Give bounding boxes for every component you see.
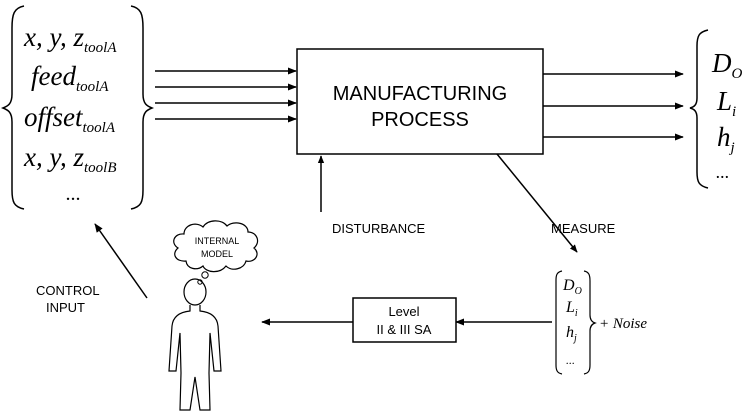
measured-row-3: hj: [566, 324, 577, 344]
output-row-4: ...: [716, 162, 730, 182]
operator-figure: [168, 278, 222, 411]
control-input-arrow: [94, 223, 148, 299]
output-arrows: [543, 70, 684, 141]
thought-bubble-cloud: [173, 220, 259, 273]
measured-row-2: Li: [565, 299, 578, 319]
input-row-5: ...: [66, 183, 81, 205]
control-input-label-line1: CONTROL: [36, 283, 100, 298]
process-label-line1: MANUFACTURING: [333, 83, 507, 105]
thought-bubble: INTERNAL MODEL: [173, 220, 259, 285]
input-row-4: x, y, ztoolB: [23, 142, 117, 176]
measure-label: MEASURE: [551, 221, 616, 236]
input-row-1: x, y, ztoolA: [23, 22, 117, 56]
process-label-line2: PROCESS: [371, 109, 469, 131]
input-arrows: [155, 67, 297, 123]
input-vector: x, y, ztoolA feedtoolA offsettoolA x, y,…: [0, 5, 155, 210]
output-row-2: Li: [716, 86, 736, 120]
level-sa-line1: Level: [388, 304, 419, 319]
thought-bubble-dot-large: [201, 271, 209, 279]
control-input-label-line2: INPUT: [46, 300, 85, 315]
level-sa-line2: II & III SA: [377, 322, 432, 337]
measured-right-brace: [583, 270, 597, 375]
operator-body: [168, 305, 222, 411]
operator-head: [183, 278, 207, 306]
input-right-brace: [130, 5, 155, 210]
manufacturing-process-box: MANUFACTURING PROCESS: [296, 48, 544, 155]
output-row-3: hj: [717, 122, 735, 156]
noise-label: + Noise: [599, 316, 647, 332]
disturbance-label: DISTURBANCE: [332, 221, 426, 236]
measured-left-bracket: [555, 270, 563, 375]
measured-row-4: ...: [566, 353, 575, 367]
thought-bubble-line1: INTERNAL: [195, 236, 240, 246]
measure-arrow: [496, 153, 578, 253]
measured-vector: DO Li hj ... + Noise: [555, 270, 647, 375]
thought-bubble-line2: MODEL: [201, 249, 233, 259]
level-sa-box: Level II & III SA: [352, 297, 457, 343]
output-left-brace: [689, 29, 709, 189]
input-row-3: offsettoolA: [24, 102, 116, 136]
measured-row-1: DO: [562, 277, 582, 297]
input-left-brace: [0, 5, 25, 210]
input-row-2: feedtoolA: [31, 61, 109, 95]
output-vector: DO Li hj ...: [689, 29, 743, 189]
output-row-1: DO: [711, 48, 743, 82]
